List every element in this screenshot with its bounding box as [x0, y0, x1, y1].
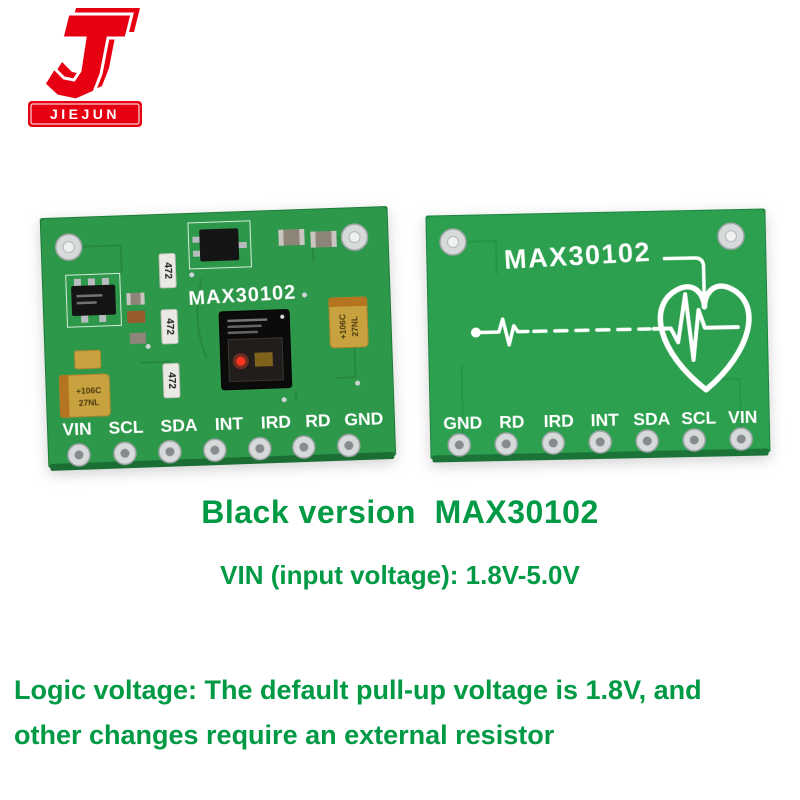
smd-capacitors-top: [278, 228, 337, 248]
cap-label-line1: +106C: [76, 385, 102, 396]
pcb-front-board: 472 472 472 MAX30102 +106C: [39, 206, 397, 471]
caption-voltage: VIN (input voltage): 1.8V-5.0V: [220, 560, 580, 590]
resistor-472-1: 472: [158, 253, 177, 289]
jiejun-logo: JIEJUN: [28, 8, 142, 127]
resistor-label: 472: [166, 372, 178, 389]
heartbeat-artwork: [470, 256, 752, 393]
pin-label-int: INT: [590, 410, 619, 431]
mounting-hole-back-right: [717, 222, 745, 250]
smd-passives-left: [126, 292, 147, 345]
regulator-silkscreen-outline: [65, 272, 122, 328]
back-pin-labels: GND RD IRD INT SDA SCL VIN: [443, 407, 757, 434]
jiejun-logo-mark: [42, 8, 140, 102]
pin-label-int: INT: [215, 413, 244, 434]
cap-label-line2: 27NL: [349, 316, 360, 337]
logo-j-front-shape: [42, 12, 134, 102]
front-pin-labels: VIN SCL SDA INT IRD RD GND: [62, 408, 384, 439]
pin-label-ird: IRD: [543, 411, 574, 432]
pcb-back-board: MAX30102 GND RD IRD INT SDA SCL VIN: [425, 208, 771, 463]
small-yellow-cap: [73, 349, 102, 370]
back-pin-holes: [447, 427, 753, 457]
cap-label-line2: 27NL: [79, 397, 100, 408]
pin-label-gnd: GND: [443, 412, 482, 433]
mounting-hole-front-right: [340, 223, 369, 251]
transistor-silkscreen-outline: [187, 220, 253, 270]
ecg-small-pulse: [479, 317, 530, 347]
trace-to-heart: [662, 256, 707, 302]
heart-outline: [657, 283, 752, 393]
caption-logic-note-line1: Logic voltage: The default pull-up volta…: [14, 675, 702, 705]
pin-label-ird: IRD: [261, 412, 292, 433]
max30102-sensor-chip: [218, 309, 293, 391]
pin-label-sda: SDA: [633, 409, 671, 430]
caption-title: Black version MAX30102: [201, 494, 599, 530]
pin-label-rd: RD: [499, 412, 525, 433]
regulator-ic: [65, 272, 122, 328]
front-pin-holes: [67, 433, 361, 467]
resistor-label: 472: [162, 262, 174, 279]
pin-label-rd: RD: [305, 410, 331, 431]
caption-logic-note: Logic voltage: The default pull-up volta…: [14, 668, 786, 758]
mounting-hole-back-left: [439, 228, 467, 256]
pcb-back-traces: [460, 240, 742, 434]
logo-banner-border: [30, 103, 140, 125]
caption-logic-note-line2: other changes require an external resist…: [14, 720, 555, 750]
sensor-pin1-dot: [280, 314, 285, 319]
ecg-start-dot: [470, 327, 481, 338]
resistor-472-3: 472: [162, 362, 181, 399]
transistor-sot23: [187, 220, 253, 270]
resistor-472-2: 472: [160, 308, 179, 345]
pcb-back-edge: [432, 448, 769, 463]
pin-label-sda: SDA: [160, 415, 198, 436]
tantalum-cap-right: +106C 27NL: [328, 296, 369, 349]
ecg-dashed-line: [532, 327, 652, 334]
ecg-heart-pulse: [651, 292, 740, 363]
jiejun-logo-banner: JIEJUN: [28, 101, 142, 127]
pcb-front-vias: [145, 272, 361, 403]
logo-brand-text: JIEJUN: [50, 106, 120, 122]
pin-label-scl: SCL: [108, 417, 144, 438]
pin-label-gnd: GND: [344, 408, 384, 429]
tantalum-cap-bottom-left: +106C 27NL: [58, 373, 111, 418]
mounting-hole-front-left: [54, 233, 83, 261]
resistor-label: 472: [164, 318, 176, 335]
sensor-photodiode: [254, 352, 273, 367]
pin-label-vin: VIN: [62, 418, 92, 439]
logo-banner-bg: [28, 101, 142, 127]
pin-label-vin: VIN: [728, 407, 758, 428]
sensor-red-led: [236, 356, 246, 366]
pin-label-scl: SCL: [681, 408, 717, 429]
cap-label-line1: +106C: [337, 314, 348, 340]
